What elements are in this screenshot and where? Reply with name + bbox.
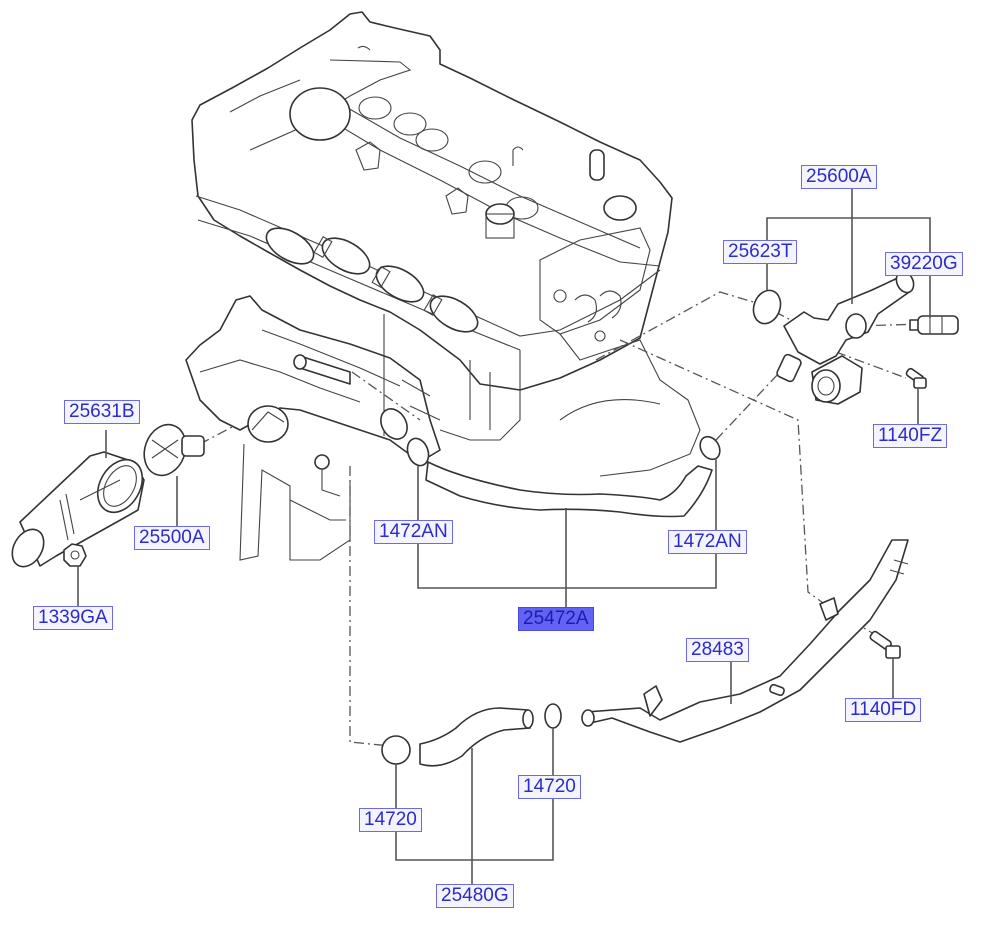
callout-1140FZ[interactable]: 1140FZ xyxy=(873,424,948,448)
bolt-icon xyxy=(869,630,901,659)
callout-14720-left[interactable]: 14720 xyxy=(359,808,422,832)
thermostat-icon xyxy=(143,423,205,477)
pipe-fitting-icon xyxy=(11,451,145,568)
callout-25480G[interactable]: 25480G xyxy=(436,884,514,908)
callout-25631B[interactable]: 25631B xyxy=(64,400,140,424)
callout-25500A[interactable]: 25500A xyxy=(134,526,210,550)
nut-icon xyxy=(63,543,87,567)
callout-25623T[interactable]: 25623T xyxy=(723,240,798,264)
callout-1140FD[interactable]: 1140FD xyxy=(845,698,922,722)
callout-39220G[interactable]: 39220G xyxy=(885,252,963,276)
hose-icon xyxy=(419,707,534,767)
hose-icon xyxy=(425,461,713,518)
bolt-icon xyxy=(905,367,927,389)
callout-25472A[interactable]: 25472A xyxy=(518,607,594,631)
sensor-icon xyxy=(909,315,959,335)
callout-14720-right[interactable]: 14720 xyxy=(518,775,581,799)
callout-28483[interactable]: 28483 xyxy=(686,638,749,662)
callout-1472AN-right[interactable]: 1472AN xyxy=(668,530,747,554)
o-ring-icon xyxy=(752,289,782,325)
pipe-icon xyxy=(581,539,909,743)
engine-icon xyxy=(185,11,701,561)
callout-1472AN-left[interactable]: 1472AN xyxy=(374,520,453,544)
housing-icon xyxy=(776,270,915,405)
callout-25600A[interactable]: 25600A xyxy=(801,165,877,189)
callout-1339GA[interactable]: 1339GA xyxy=(33,606,113,630)
clamp-icon xyxy=(406,435,721,467)
